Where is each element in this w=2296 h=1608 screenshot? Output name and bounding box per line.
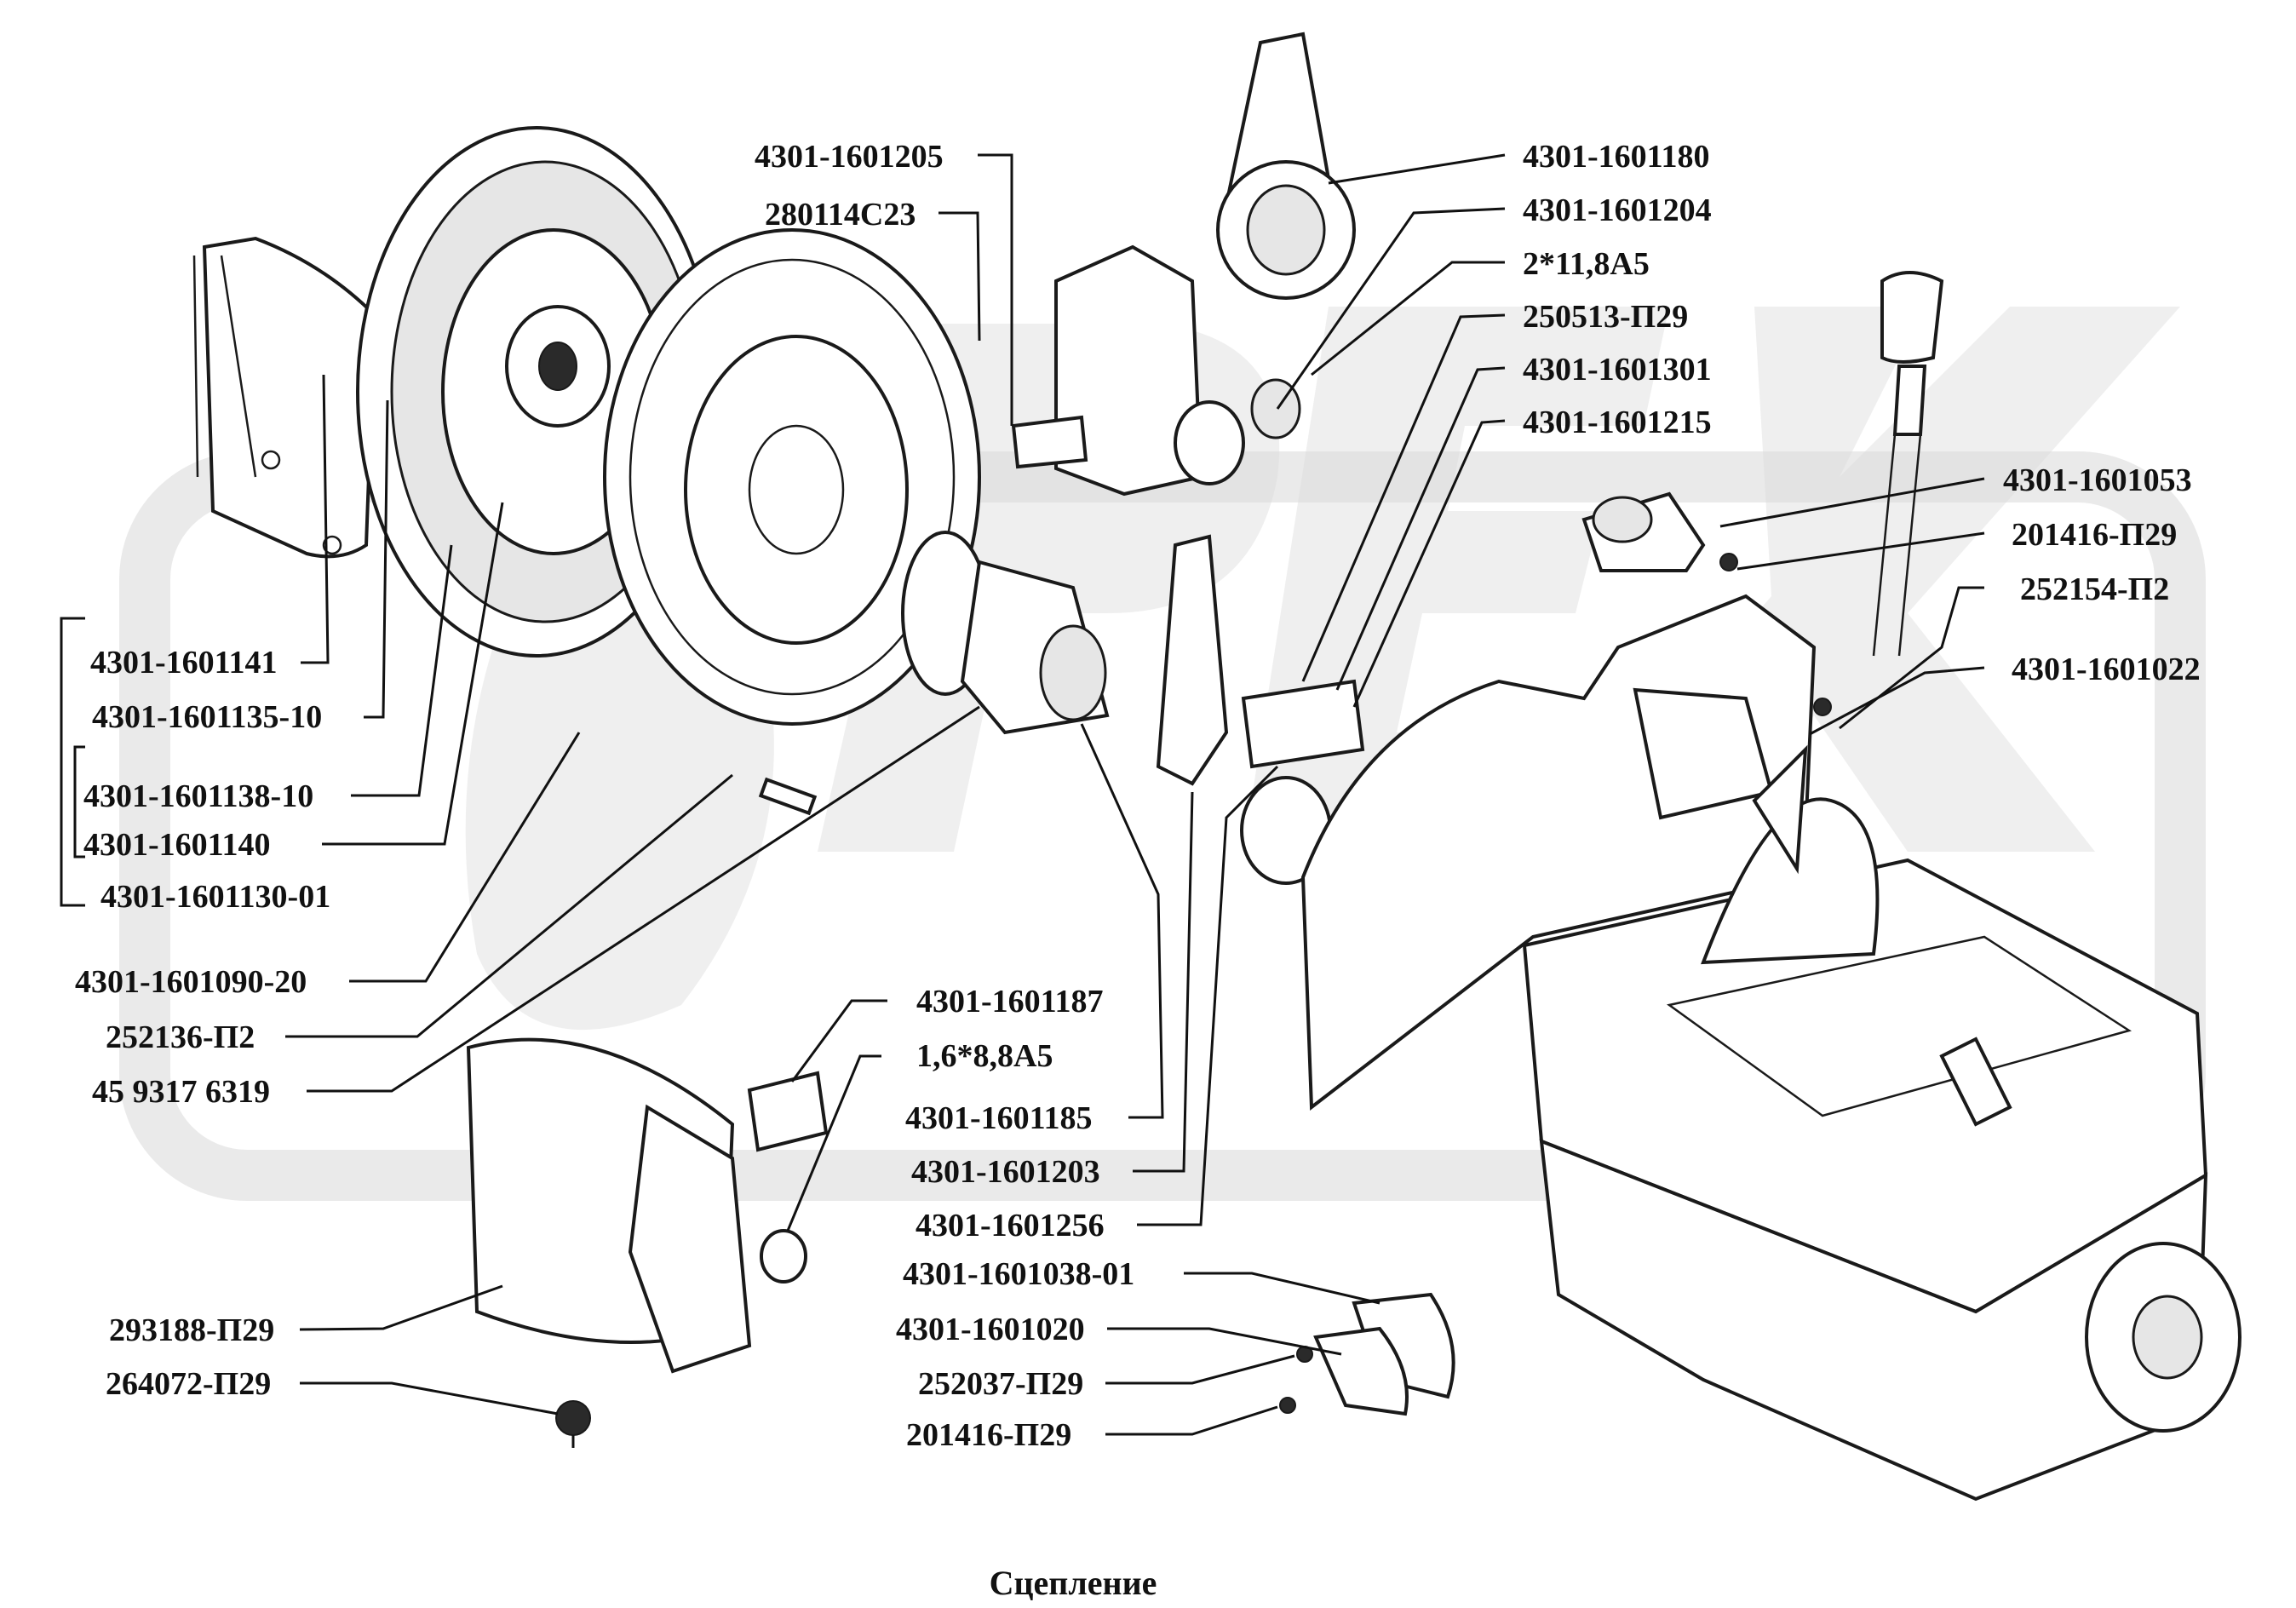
small-parts-drawing bbox=[747, 553, 1832, 1414]
label-280114c23: 280114C23 bbox=[765, 197, 916, 233]
label-4301-1601185: 4301-1601185 bbox=[905, 1100, 1093, 1136]
label-4301-1601022: 4301-1601022 bbox=[2012, 652, 2201, 687]
label-264072-p29: 264072-П29 bbox=[106, 1366, 271, 1402]
label-201416-p29-top: 201416-П29 bbox=[2012, 517, 2177, 553]
label-45-9317-6319: 45 9317 6319 bbox=[92, 1074, 270, 1110]
label-250513-p29: 250513-П29 bbox=[1523, 299, 1688, 335]
label-201416-p29-bottom: 201416-П29 bbox=[906, 1417, 1071, 1453]
pressure-plate-drawing bbox=[603, 228, 981, 726]
gearbox-drawing bbox=[1300, 594, 2241, 1502]
label-4301-1601053: 4301-1601053 bbox=[2003, 462, 2192, 498]
leader-lines bbox=[60, 153, 1985, 1436]
release-lever-drawing bbox=[1216, 32, 1356, 300]
label-293188-p29: 293188-П29 bbox=[109, 1312, 274, 1348]
diagram-caption: Сцепление bbox=[990, 1564, 1157, 1602]
label-4301-1601187: 4301-1601187 bbox=[916, 984, 1104, 1019]
flywheel-housing-drawing bbox=[192, 236, 377, 559]
label-4301-1601138-10: 4301-1601138-10 bbox=[83, 778, 313, 814]
label-1-6x8-8a5: 1,6*8,8A5 bbox=[916, 1038, 1053, 1074]
release-bearing-drawing bbox=[901, 531, 1110, 735]
part-labels: 4301-1601205 280114C23 4301-1601180 4301… bbox=[75, 139, 2201, 1453]
label-4301-1601038-01: 4301-1601038-01 bbox=[903, 1256, 1134, 1292]
label-4301-1601215: 4301-1601215 bbox=[1523, 405, 1712, 440]
label-4301-1601141: 4301-1601141 bbox=[90, 645, 278, 681]
label-4301-1601020: 4301-1601020 bbox=[896, 1312, 1085, 1347]
release-fork-drawing bbox=[1156, 534, 1365, 885]
label-4301-1601180: 4301-1601180 bbox=[1523, 139, 1710, 175]
label-252136-p2: 252136-П2 bbox=[106, 1019, 255, 1055]
label-4301-1601135-10: 4301-1601135-10 bbox=[92, 699, 322, 735]
cap-drawing bbox=[1581, 491, 1706, 572]
label-4301-1601203: 4301-1601203 bbox=[911, 1154, 1100, 1190]
label-252154-p2: 252154-П2 bbox=[2020, 571, 2169, 607]
label-4301-1601205: 4301-1601205 bbox=[755, 139, 944, 175]
label-4301-1601301: 4301-1601301 bbox=[1523, 352, 1712, 388]
label-252037-p29: 252037-П29 bbox=[918, 1366, 1083, 1402]
label-4301-1601256: 4301-1601256 bbox=[916, 1208, 1105, 1243]
gaskets-drawing bbox=[1313, 1292, 1455, 1416]
label-4301-1601204: 4301-1601204 bbox=[1523, 192, 1712, 228]
label-4301-1601090-20: 4301-1601090-20 bbox=[75, 964, 307, 1000]
shift-lever-drawing bbox=[1752, 271, 1944, 875]
label-2x11-8a5: 2*11,8A5 bbox=[1523, 246, 1650, 282]
label-4301-1601140: 4301-1601140 bbox=[83, 827, 271, 863]
label-4301-1601130-01: 4301-1601130-01 bbox=[100, 879, 330, 915]
lower-cover-drawing bbox=[466, 1037, 752, 1448]
